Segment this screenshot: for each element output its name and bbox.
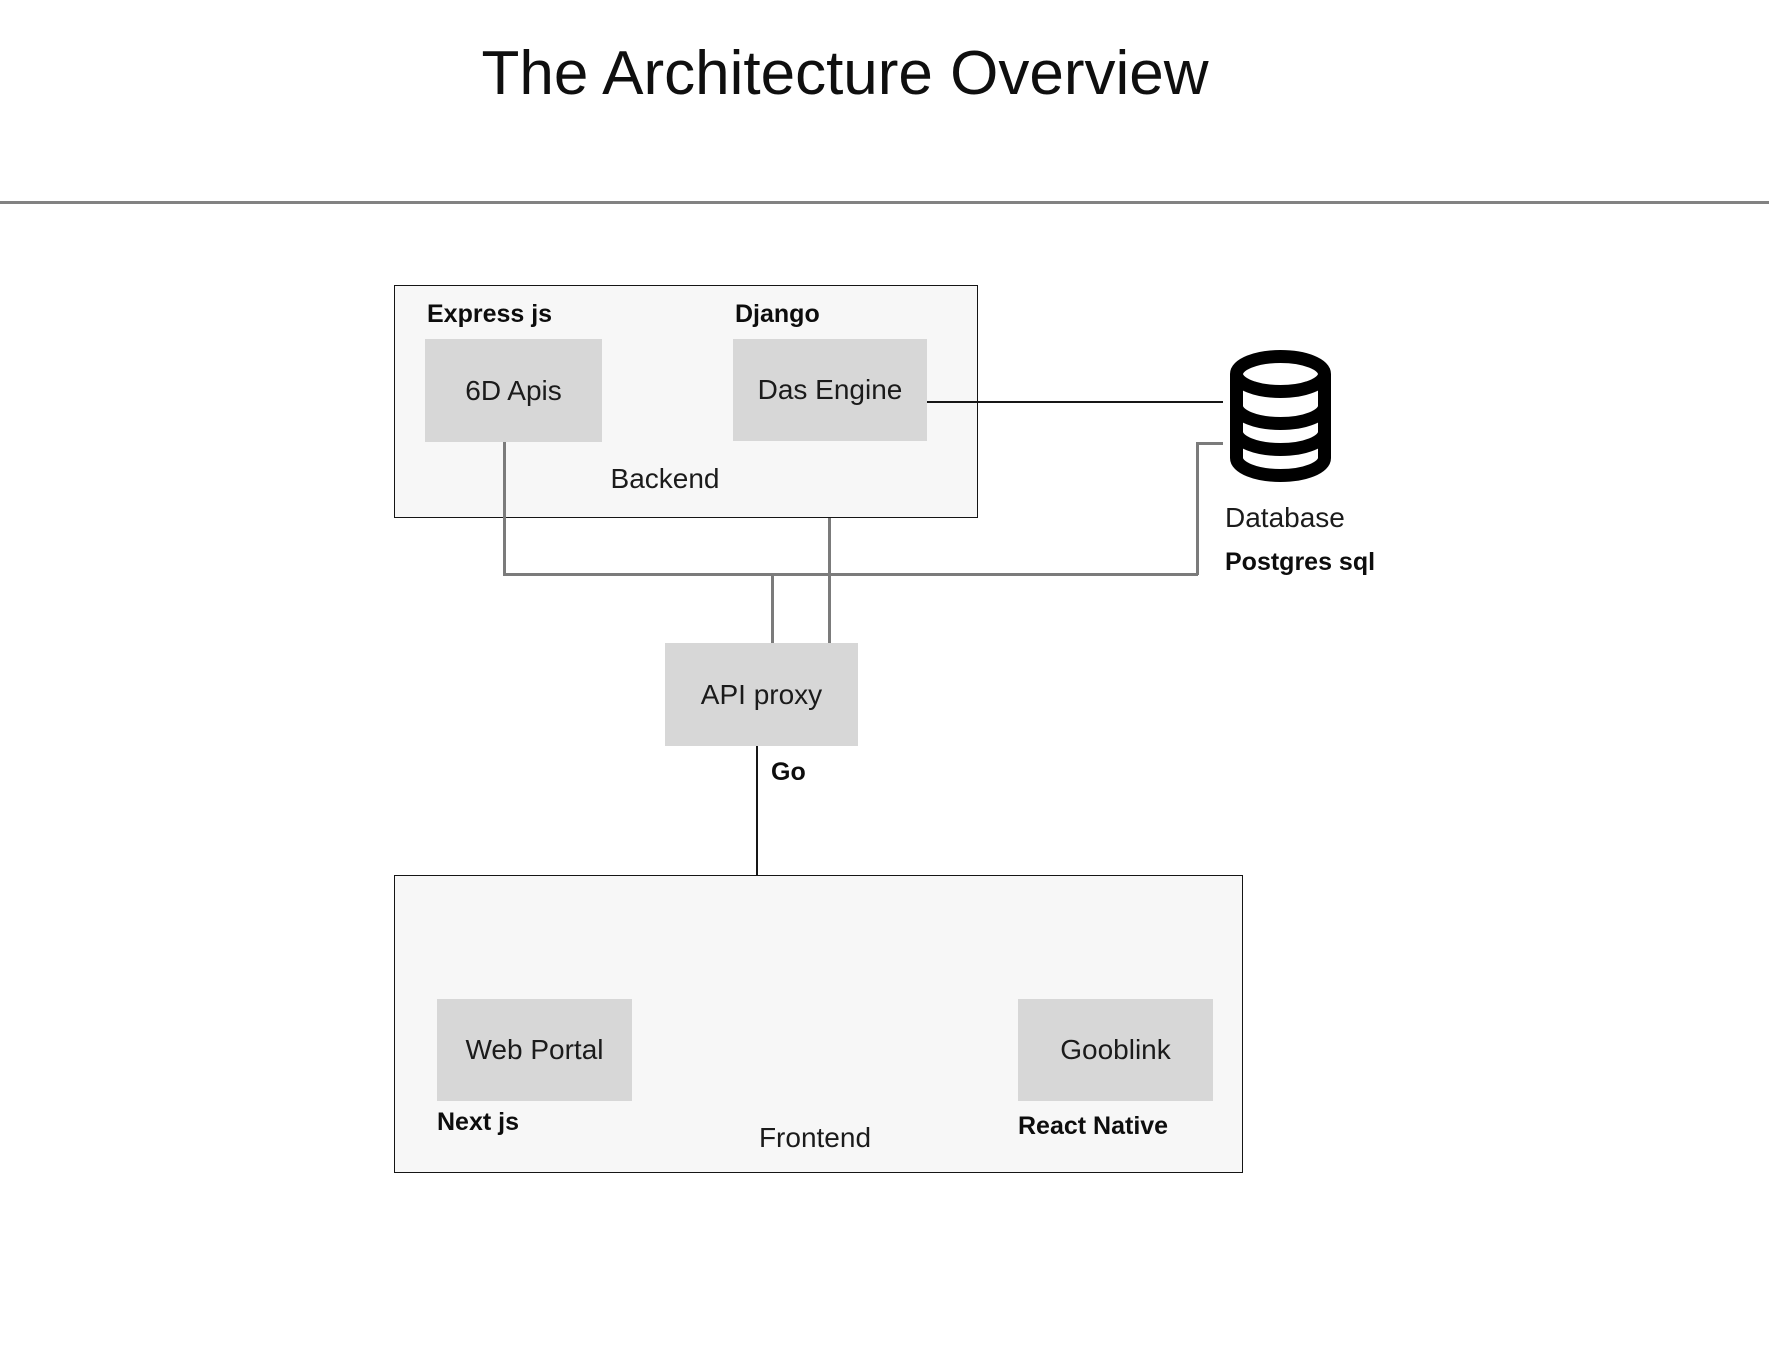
backend-caption: Backend bbox=[610, 463, 720, 494]
connector-database-vertical bbox=[1196, 442, 1199, 575]
connector-apis-vertical bbox=[503, 442, 506, 575]
page-title: The Architecture Overview bbox=[481, 39, 1209, 108]
node-api-proxy-label: API proxy bbox=[700, 678, 823, 710]
connector-bus-to-proxy bbox=[771, 573, 774, 643]
node-gooblink-label: Gooblink bbox=[1060, 1034, 1171, 1065]
postgres-label: Postgres sql bbox=[1225, 548, 1376, 576]
database-icon[interactable] bbox=[1223, 348, 1338, 485]
connector-database-stub bbox=[1196, 442, 1223, 445]
react-native-label: React Native bbox=[1018, 1112, 1169, 1140]
node-6d-apis-label: 6D Apis bbox=[465, 374, 562, 406]
title-divider bbox=[0, 201, 1769, 204]
express-js-label: Express js bbox=[427, 300, 553, 328]
go-label: Go bbox=[771, 758, 806, 786]
django-label: Django bbox=[735, 300, 820, 328]
connector-engine-to-database bbox=[927, 401, 1223, 403]
connector-proxy-to-frontend bbox=[756, 746, 758, 875]
node-web-portal-label: Web Portal bbox=[465, 1034, 604, 1065]
node-6d-apis[interactable]: 6D Apis bbox=[425, 339, 602, 442]
database-label: Database bbox=[1225, 502, 1345, 533]
connector-backend-to-proxy bbox=[828, 518, 831, 643]
node-das-engine-label: Das Engine bbox=[757, 374, 903, 405]
node-api-proxy[interactable]: API proxy bbox=[665, 643, 858, 746]
node-das-engine[interactable]: Das Engine bbox=[733, 339, 927, 441]
nextjs-label: Next js bbox=[437, 1108, 519, 1136]
node-gooblink[interactable]: Gooblink bbox=[1018, 999, 1213, 1101]
node-web-portal[interactable]: Web Portal bbox=[437, 999, 632, 1101]
frontend-caption: Frontend bbox=[758, 1122, 872, 1153]
connector-horizontal-bus bbox=[503, 573, 1198, 576]
